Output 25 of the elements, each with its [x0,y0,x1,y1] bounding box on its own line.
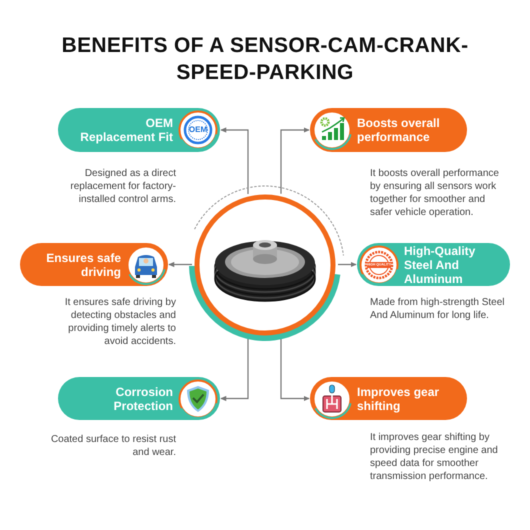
feature-title: Ensures safe driving [45,250,121,278]
feature-description: It improves gear shifting by providing precise engine and speed data for smoother transmission performance. [370,431,499,483]
connector-arrow [280,127,310,194]
feature-pill [20,243,168,286]
feature-title: Improves gear shifting [357,384,440,412]
feature-description: It ensures safe driving by detecting obstacles and providing timely alerts to avoid accidents. [64,296,176,348]
badge-text: OEM [188,126,208,134]
title: BENEFITS OF A SENSOR-CAM-CRANK-SPEED-PARKING [60,33,470,86]
feature-description: Coated surface to resist rust and wear. [50,433,176,459]
feature-title: Boosts overall performance [357,116,441,144]
connector-arrow [220,127,249,194]
feature-pill [310,108,467,152]
feature-title: OEM Replacement Fit [79,116,173,144]
feature-description: Designed as a direct replacement for factory-installed control arms. [69,167,176,206]
feature-pill [58,377,220,420]
feature-description: It boosts overall performance by ensuring all sensors work together for smoother and safer vehicle operation. [370,167,500,219]
connector-arrow [280,336,310,402]
feature-pill [310,377,467,420]
feature-title: Corrosion Protection [112,384,173,412]
connector-arrow [338,262,357,268]
feature-pill [357,243,510,286]
feature-title: High-Quality Steel And Aluminum [404,244,476,286]
feature-pill [58,108,220,152]
feature-description: Made from high-strength Steel And Aluminum for long life. [370,296,506,322]
connector-arrow [168,262,192,268]
